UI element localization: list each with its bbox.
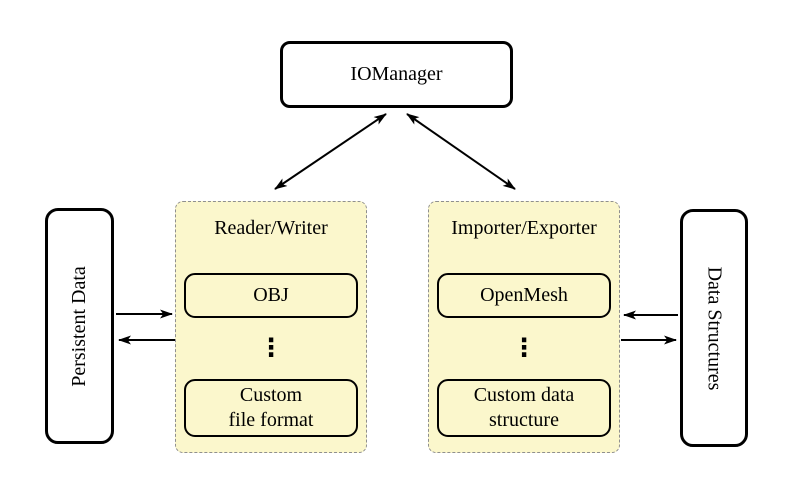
panel-importer-exporter: Importer/Exporter OpenMesh ⋮ Custom data… [428,201,620,453]
node-openmesh: OpenMesh [437,273,611,318]
arrow-iomanager-reader-writer [274,113,387,190]
panel-reader-writer: Reader/Writer OBJ ⋮ Custom file format [175,201,367,453]
node-persistent-data: Persistent Data [45,208,114,444]
node-data-structures: Data Structures [680,209,748,447]
importer-exporter-title: Importer/Exporter [451,217,597,239]
arrow-iomanager-importer-exporter [406,113,516,190]
node-custom-data-structure: Custom data structure [437,379,611,437]
vertical-ellipsis-icon: ⋮ [511,333,537,362]
node-iomanager: IOManager [280,41,513,108]
persistent-data-label: Persistent Data [68,265,90,387]
node-custom-file-format: Custom file format [184,379,358,437]
vertical-ellipsis-icon: ⋮ [258,333,284,362]
node-obj: OBJ [184,273,358,318]
reader-writer-title: Reader/Writer [214,217,328,239]
data-structures-label: Data Structures [703,266,726,390]
